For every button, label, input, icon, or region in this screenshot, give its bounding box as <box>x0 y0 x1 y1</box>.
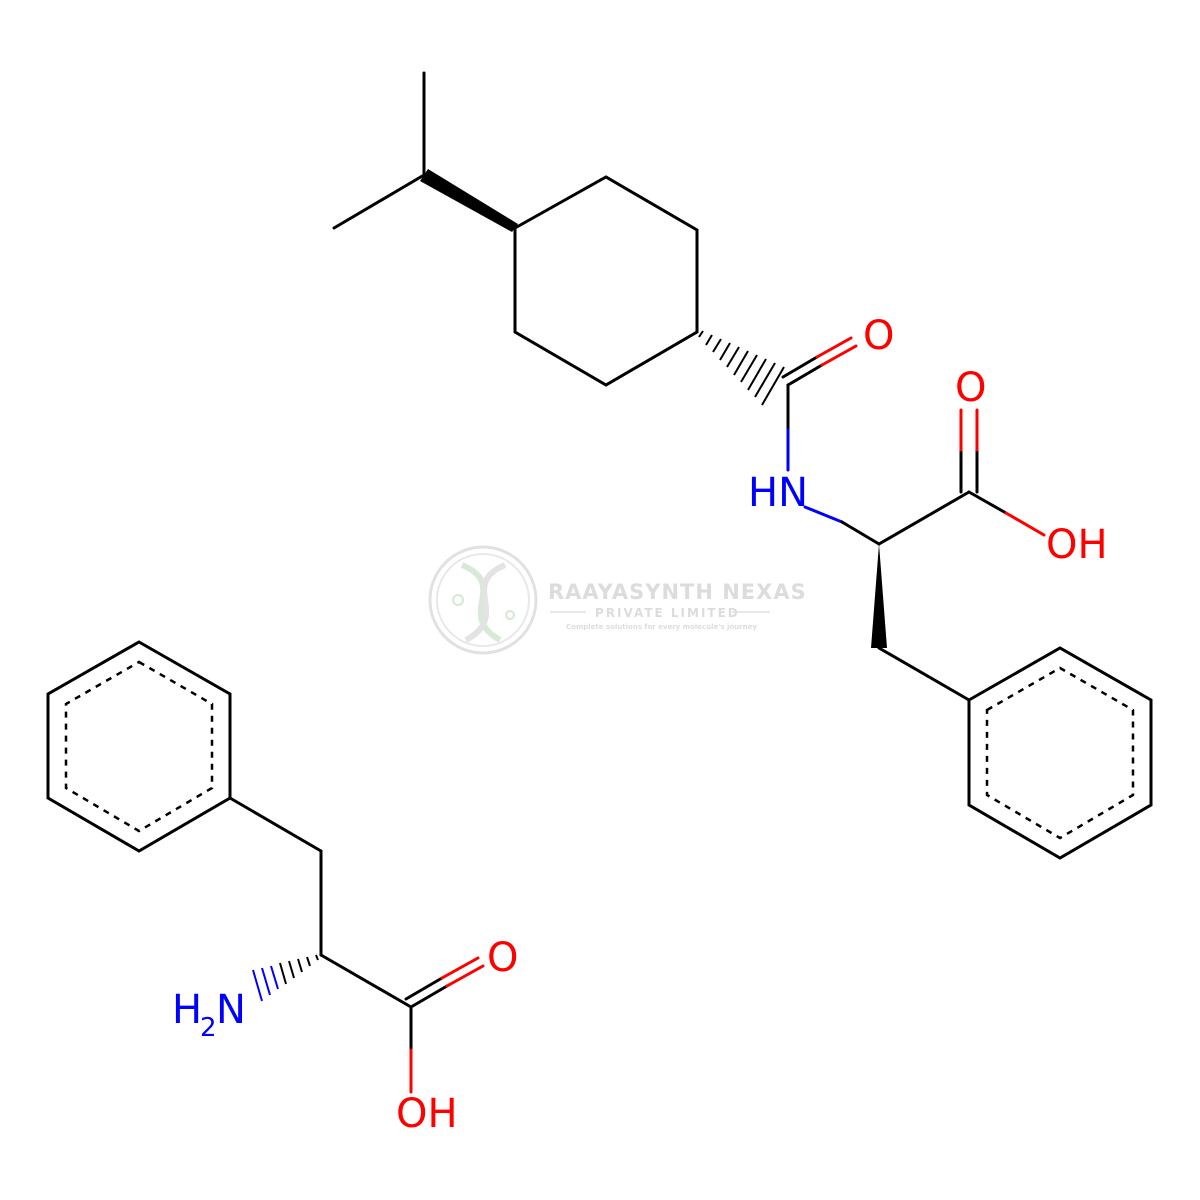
atom-oh-acid-right: OH <box>1046 522 1108 568</box>
bond-n-calpha-blue <box>803 505 844 524</box>
watermark: RAAYASYNTH NEXAS PRIVATE LIMITED Complet… <box>428 545 807 655</box>
bond-calpha-cacid <box>877 490 971 546</box>
upper-molecule <box>332 71 699 387</box>
phenyl-ring-right <box>967 646 1153 860</box>
atom-o-acid-bottom: O <box>487 935 518 981</box>
bond-acid-co-left-red <box>445 964 485 988</box>
bond-calpha-cacid-left <box>319 953 413 1009</box>
atom-nh2-n: N <box>216 987 246 1033</box>
bond-n-calpha-black <box>840 520 881 546</box>
atom-oh-acid-bottom: OH <box>396 1091 458 1137</box>
cyclohexane-ring <box>513 175 699 387</box>
wedge-bond-isopropyl <box>420 169 518 232</box>
atom-o-acid-top: O <box>955 365 986 411</box>
hashed-bond-calpha-nh2 <box>252 954 319 1002</box>
bond-methyl-left <box>332 173 426 230</box>
atom-nh2-subscript: 2 <box>200 1013 217 1043</box>
dna-leaf-logo-icon <box>428 545 538 655</box>
bond-phenyl-ch2-left <box>228 796 323 853</box>
bond-acid-coh-red <box>1004 511 1046 537</box>
bond-amide-co2-black <box>781 355 819 379</box>
atom-o-amide: O <box>863 313 894 359</box>
bond-acid-co-left-black <box>409 984 449 1009</box>
watermark-subtitle: PRIVATE LIMITED <box>595 606 740 620</box>
bond-amide-co-black <box>786 363 824 387</box>
bond-acid-co2-left-red <box>440 956 480 980</box>
bond-amide-co-red <box>820 344 858 367</box>
atom-nh2-h: H <box>172 987 202 1033</box>
wedge-bond-calpha-ch2 <box>871 544 887 648</box>
watermark-tagline: Complete solutions for every molecule's … <box>566 623 757 631</box>
watermark-company-name: RAAYASYNTH NEXAS <box>548 580 807 604</box>
bond-acid-coh-black <box>967 490 1008 515</box>
hashed-bond-ring-carbonyl <box>698 330 785 406</box>
bond-amide-co2-red <box>815 336 853 359</box>
atom-hn-amide: HN <box>748 470 808 516</box>
bond-acid-co2-left-black <box>404 976 444 1001</box>
phenyl-ring-left <box>46 640 232 853</box>
bond-ch2-phenyl <box>877 646 971 702</box>
